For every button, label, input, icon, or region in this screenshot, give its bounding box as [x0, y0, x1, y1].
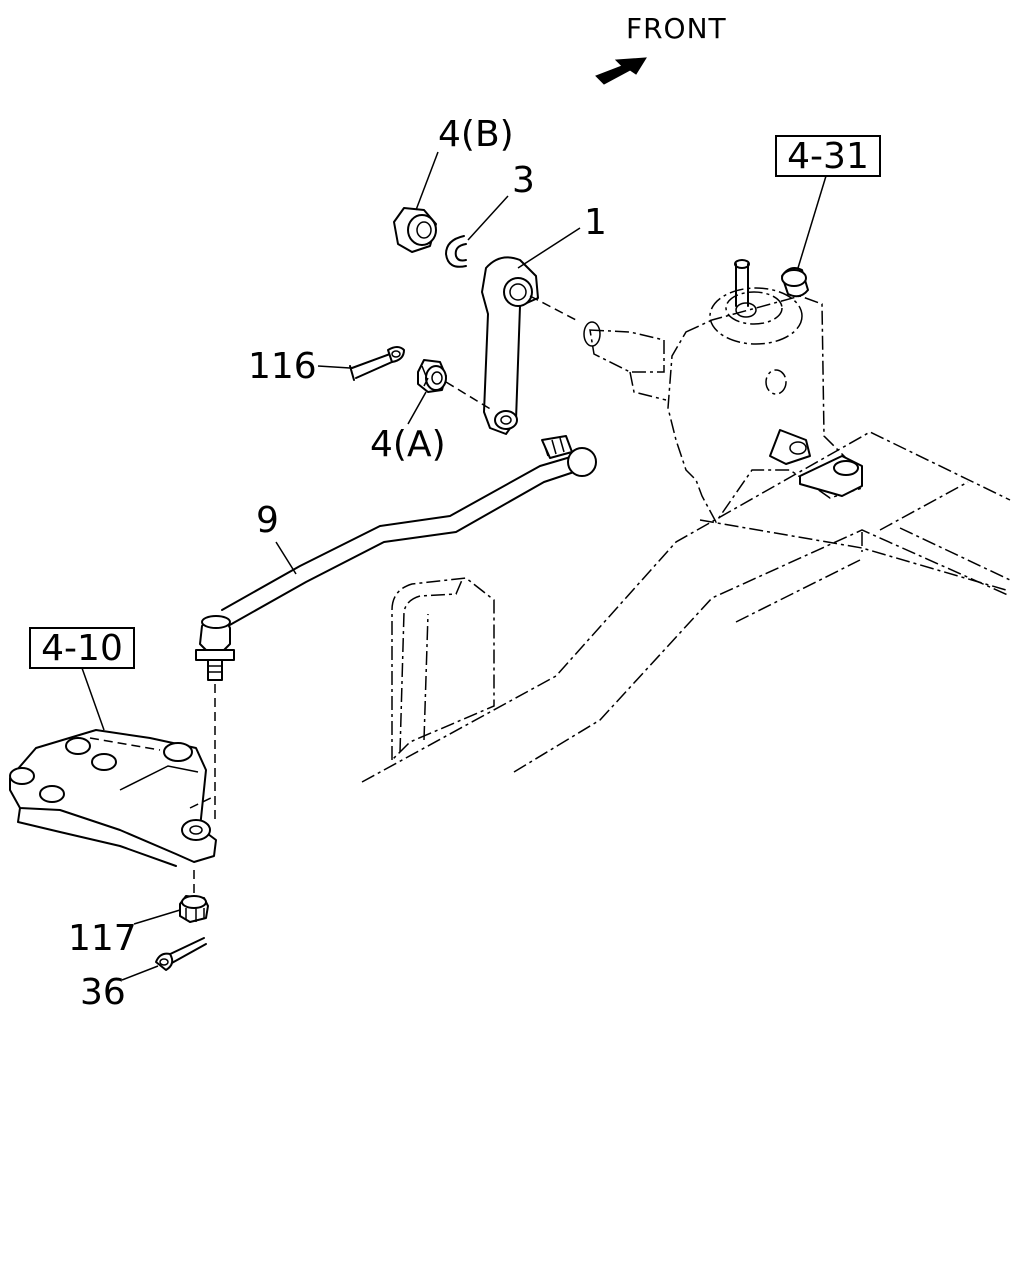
front-label: FRONT — [626, 12, 727, 45]
pitman-arm — [481, 256, 577, 435]
castle-nut-4a — [417, 359, 493, 411]
callout-117: 117 — [68, 909, 181, 959]
leader-4-31 — [797, 175, 827, 269]
callout-1: 1 — [517, 202, 607, 269]
callout-36: 36 — [80, 965, 159, 1013]
steering-gear-box — [583, 259, 863, 524]
lock-washer-3 — [445, 235, 467, 268]
leader-4-10 — [81, 667, 105, 731]
drag-link-9 — [195, 435, 597, 820]
reference-label-4-31: 4-31 — [787, 136, 869, 177]
callout-label-3: 3 — [512, 160, 535, 201]
chassis-frame — [361, 431, 1011, 783]
callout-label-116: 116 — [248, 346, 317, 387]
callout-116: 116 — [248, 346, 351, 387]
reference-box-4-10[interactable]: 4-10 — [29, 627, 135, 669]
idler-arm-bracket — [9, 729, 217, 867]
callout-4b: 4(B) — [415, 114, 514, 211]
callout-4a: 4(A) — [370, 391, 446, 465]
cotter-pin-36 — [155, 937, 207, 971]
front-indicator: FRONT — [595, 12, 727, 85]
reference-box-4-31[interactable]: 4-31 — [775, 135, 881, 177]
nut-4b — [393, 207, 437, 253]
callout-label-4b: 4(B) — [438, 114, 514, 155]
callout-label-1: 1 — [584, 202, 607, 243]
callout-label-36: 36 — [80, 972, 126, 1013]
callout-label-9: 9 — [256, 500, 279, 541]
front-arrow-icon — [595, 57, 647, 85]
cotter-pin-116 — [349, 346, 405, 381]
callout-label-4a: 4(A) — [370, 424, 446, 465]
callout-9: 9 — [256, 500, 297, 575]
callout-3: 3 — [467, 160, 535, 241]
castle-nut-117 — [179, 870, 209, 923]
callout-label-117: 117 — [68, 918, 137, 959]
reference-label-4-10: 4-10 — [41, 628, 123, 669]
